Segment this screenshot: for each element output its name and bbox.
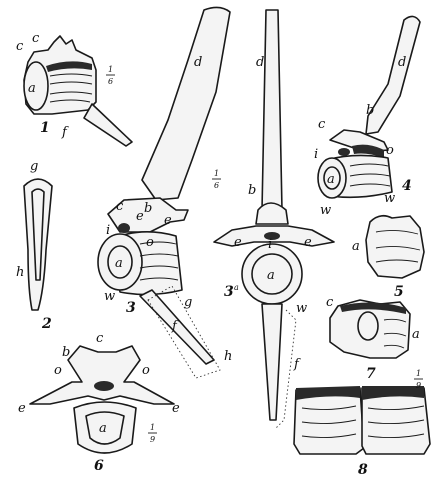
figure-7-label-a: a	[412, 327, 420, 342]
figure-3a-scale-den: 6	[214, 181, 219, 190]
figure-7-label-c: c	[326, 295, 334, 310]
figure-6-label-o-right: o	[142, 363, 150, 378]
figure-3-label-c: c	[116, 199, 124, 214]
figure-3a: d b e i e a w f 3 a 1 6	[212, 9, 335, 429]
figure-3a-label-d: d	[256, 55, 264, 70]
figure-3a-label-e-right: e	[304, 235, 312, 250]
figure-6-label-b: b	[62, 345, 70, 360]
figure-2-label-h: h	[16, 265, 24, 280]
figure-3-label-g: g	[184, 295, 192, 310]
figure-2: g h 2	[16, 159, 53, 332]
figure-3-label-w: w	[104, 289, 115, 304]
figure-3a-number: 3	[224, 284, 234, 300]
figure-8: 8 1 9	[293, 369, 431, 478]
figure-5-label-a: a	[352, 239, 360, 254]
figure-3-label-a: a	[115, 256, 123, 271]
figure-6-scale-num: 1	[150, 423, 155, 432]
figure-3a-label-w: w	[296, 301, 307, 316]
figure-4-label-i: i	[314, 147, 318, 162]
figure-6-label-e-right: e	[172, 401, 180, 416]
figure-3-label-i: i	[106, 223, 110, 238]
figure-3a-label-b: b	[248, 183, 256, 198]
figure-1-label-a: a	[28, 81, 36, 96]
figure-3-label-f: f	[171, 319, 179, 334]
figure-6-label-o-left: o	[54, 363, 62, 378]
figure-3a-label-e-left: e	[234, 235, 242, 250]
figure-5: a 5	[352, 214, 425, 300]
figure-3: d c e b e i o a w g f h 3	[97, 6, 232, 379]
figure-4-label-b: b	[366, 103, 374, 118]
figure-6-label-c: c	[96, 331, 104, 346]
figure-4-label-w-left: w	[320, 203, 331, 218]
figure-4-label-o: o	[386, 143, 394, 158]
figure-1: c c a f 1 1 6	[16, 31, 133, 147]
figure-6-number: 6	[94, 458, 104, 474]
figure-3-label-h: h	[224, 349, 232, 364]
figure-3a-label-a: a	[267, 268, 275, 283]
figure-3-number: 3	[126, 300, 136, 316]
figure-4-label-c: c	[318, 117, 326, 132]
figure-6-label-a: a	[99, 421, 107, 436]
figure-7: c a 7	[326, 295, 420, 382]
figure-8-number: 8	[358, 462, 368, 478]
figure-3a-suffix: a	[234, 283, 239, 292]
figure-1-scale-den: 6	[108, 77, 113, 86]
figure-6: c b o o e e a 6 1 9	[18, 331, 180, 474]
figure-3a-scale-num: 1	[214, 169, 219, 178]
figure-6-scale-den: 9	[150, 435, 155, 444]
figure-5-number: 5	[394, 284, 404, 300]
figure-1-number: 1	[40, 120, 50, 136]
figure-4-label-a: a	[327, 172, 335, 187]
figure-3a-label-f: f	[293, 357, 301, 372]
figure-8-scale-den: 9	[416, 381, 421, 390]
figure-3-label-b: b	[144, 201, 152, 216]
figure-1-label-f: f	[61, 125, 69, 140]
figure-4: d b c i o a w w 4	[314, 15, 421, 218]
figure-3-label-d: d	[194, 55, 202, 70]
figure-1-label-c1: c	[16, 39, 24, 54]
figure-1-scale-num: 1	[108, 65, 113, 74]
figure-3-label-o: o	[146, 235, 154, 250]
figure-3-label-e-right: e	[164, 213, 172, 228]
figure-3a-label-i: i	[268, 237, 272, 252]
figure-7-number: 7	[366, 366, 376, 382]
figure-4-label-w-right: w	[384, 191, 395, 206]
figure-4-label-d: d	[398, 55, 406, 70]
figure-4-number: 4	[402, 178, 412, 194]
figure-2-number: 2	[41, 316, 52, 332]
figure-6-label-e-left: e	[18, 401, 26, 416]
figure-2-label-g: g	[30, 159, 38, 174]
figure-3-label-e-left: e	[136, 209, 144, 224]
figure-8-scale-num: 1	[416, 369, 421, 378]
figure-1-label-c2: c	[32, 31, 40, 46]
